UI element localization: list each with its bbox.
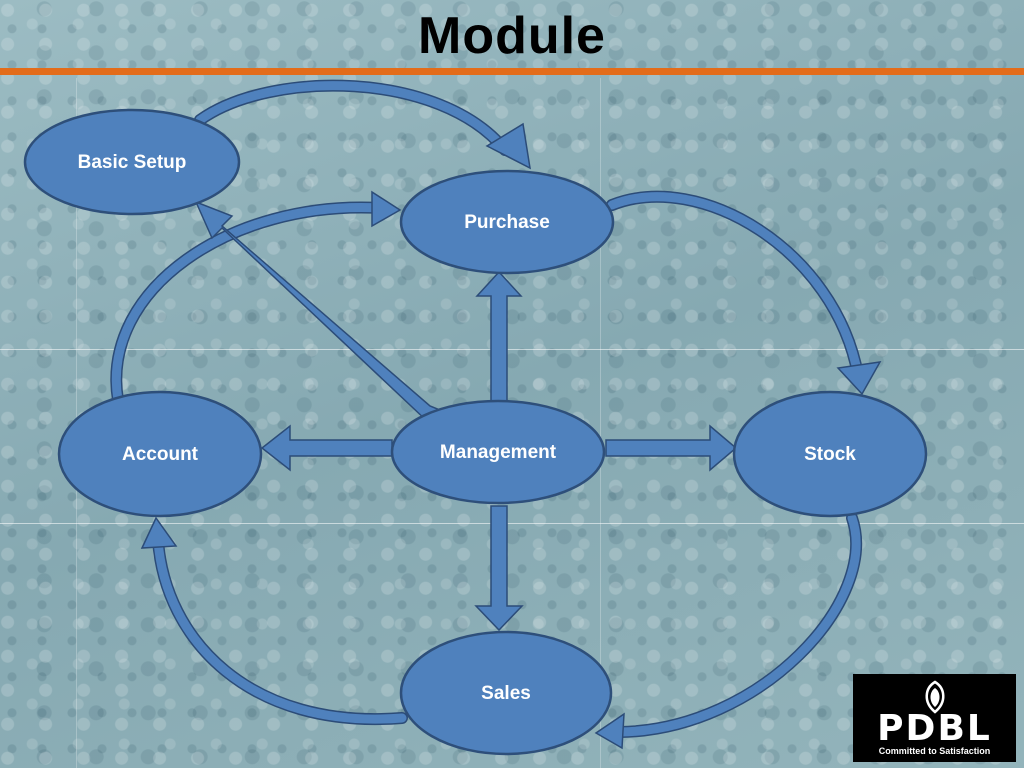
- node-account: [57, 390, 263, 518]
- leaf-icon: [925, 680, 945, 714]
- node-basic-setup: [23, 108, 241, 216]
- arrow-management-to-purchase: [475, 270, 523, 403]
- arrow-account-to-purchase: [110, 190, 402, 406]
- node-label-stock: Stock: [804, 444, 856, 465]
- node-stock: [732, 390, 928, 518]
- slide-grid-line: [0, 349, 1024, 350]
- arrow-management-to-account: [260, 424, 393, 472]
- logo-wordmark: PDBL: [877, 708, 992, 749]
- page-title: Module: [418, 7, 606, 65]
- node-label-sales: Sales: [481, 683, 531, 704]
- arrow-management-to-sales: [474, 505, 524, 632]
- node-label-management: Management: [439, 442, 557, 463]
- company-logo: PDBL Committed to Satisfaction: [853, 674, 1016, 762]
- logo-tagline: Committed to Satisfaction: [878, 746, 991, 756]
- node-label-purchase: Purchase: [464, 212, 550, 233]
- arrow-purchase-to-stock: [606, 190, 882, 396]
- arrow-basic-setup-to-purchase: [194, 79, 531, 170]
- node-label-account: Account: [122, 444, 198, 465]
- arrow-management-to-stock: [605, 424, 738, 472]
- node-management: [390, 399, 606, 505]
- node-label-basic-setup: Basic Setup: [77, 152, 187, 173]
- slide-grid-line: [600, 78, 601, 768]
- node-sales: [399, 630, 613, 756]
- arrow-sales-to-account: [140, 516, 408, 726]
- arrow-stock-to-sales: [594, 512, 863, 750]
- title-underline: [0, 68, 1024, 75]
- node-purchase: [399, 169, 615, 275]
- slide-grid-line: [0, 523, 1024, 524]
